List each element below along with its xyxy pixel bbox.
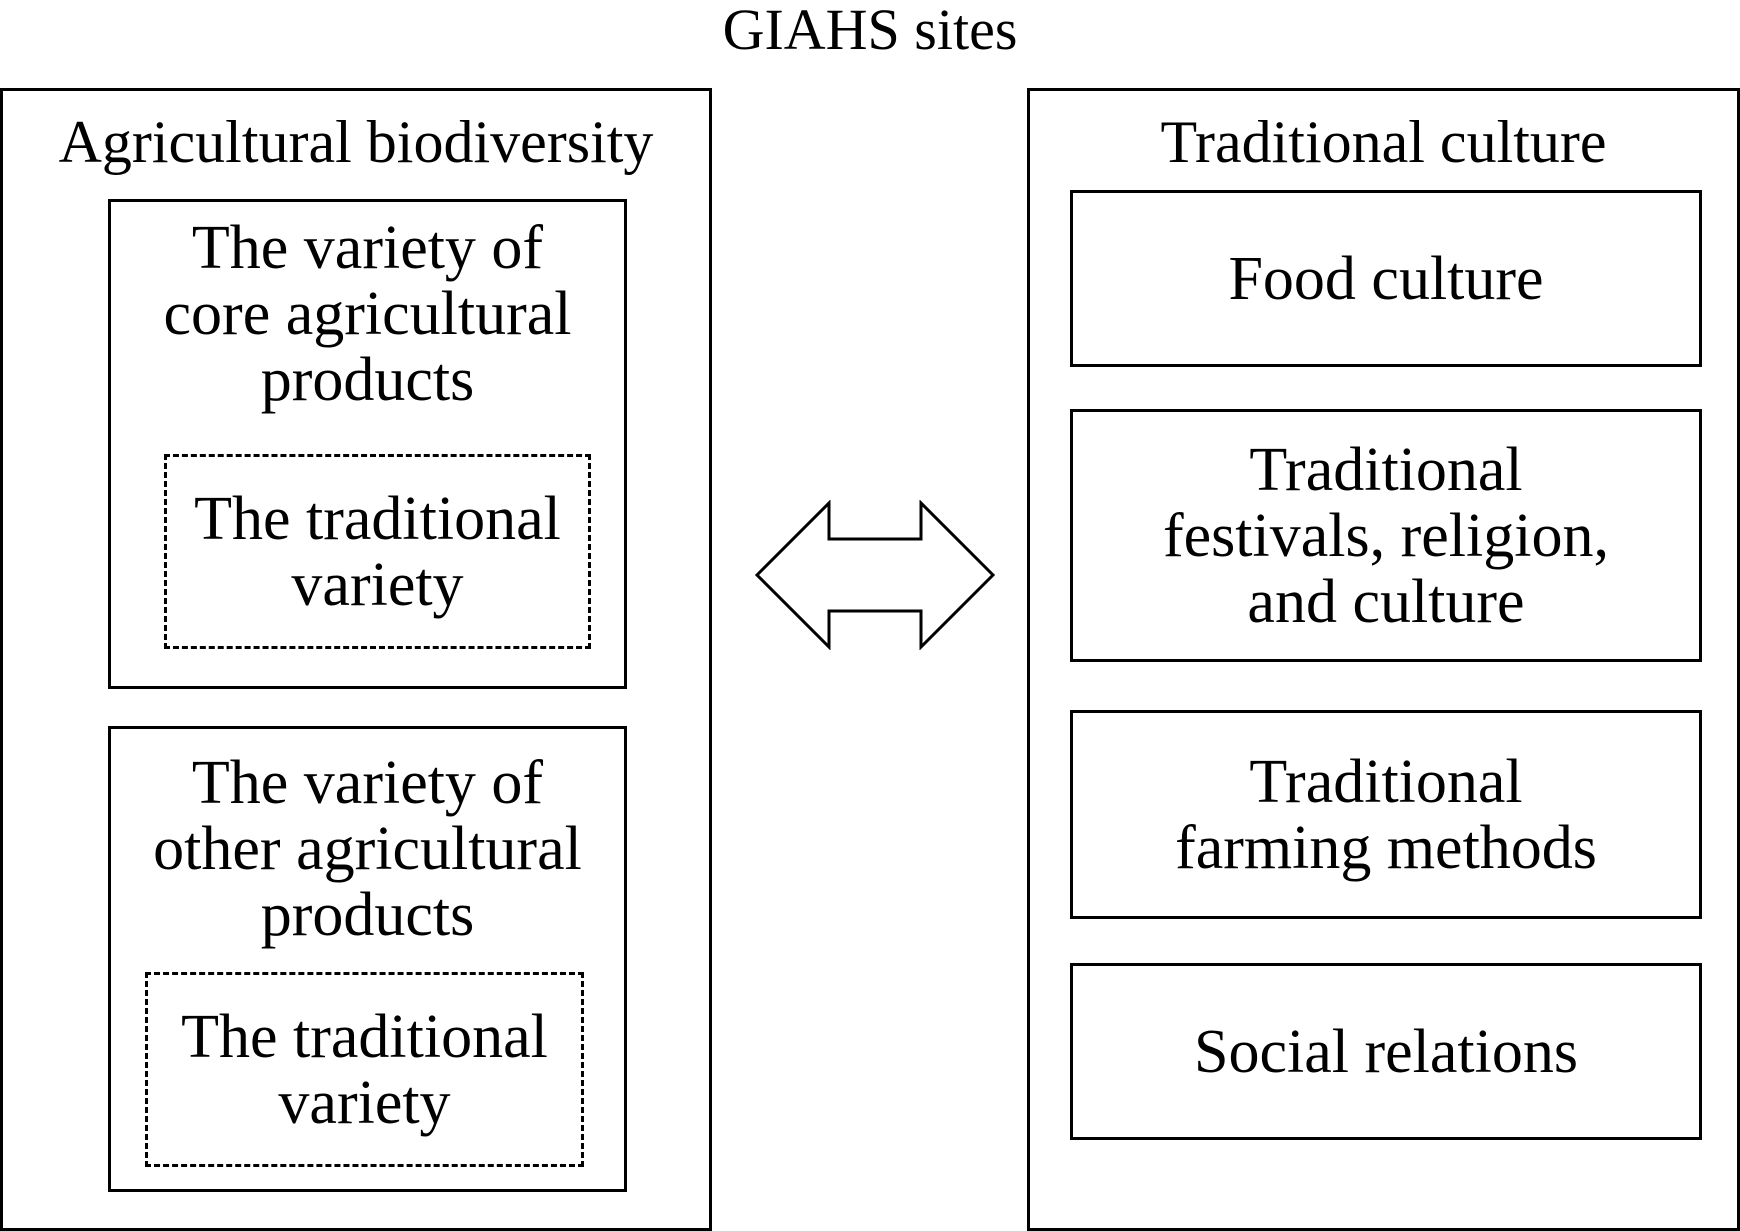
double-headed-arrow-icon (755, 500, 995, 650)
core-traditional-variety-box: The traditional variety (164, 454, 591, 649)
diagram-title: GIAHS sites (722, 0, 1018, 62)
other-traditional-variety-box: The traditional variety (145, 972, 584, 1167)
right-panel-heading: Traditional culture (1160, 109, 1607, 175)
core-products-box: The variety of core agricultural product… (108, 199, 627, 689)
left-panel: Agricultural biodiversity (0, 88, 712, 1231)
food-culture-box: Food culture (1070, 190, 1702, 367)
farming-methods-box: Traditional farming methods (1070, 710, 1702, 919)
core-products-label: The variety of core agricultural product… (163, 214, 572, 414)
festivals-religion-culture-box: Traditional festivals, religion, and cul… (1070, 409, 1702, 662)
other-products-label: The variety of other agricultural produc… (153, 749, 582, 949)
right-panel: Traditional culture (1027, 88, 1740, 1231)
other-products-box: The variety of other agricultural produc… (108, 726, 627, 1192)
left-panel-heading: Agricultural biodiversity (58, 109, 654, 175)
social-relations-box: Social relations (1070, 963, 1702, 1140)
